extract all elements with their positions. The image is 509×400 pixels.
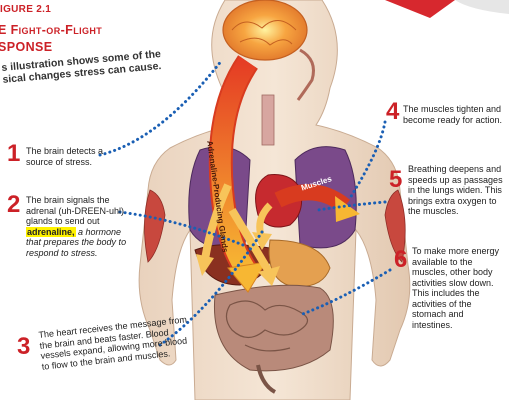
callout-2-text-before: The brain signals the adrenal (uh-DREEN-… (26, 195, 124, 226)
callout-5-text: Breathing deepens and speeds up as passa… (408, 164, 508, 217)
callout-1-number: 1 (7, 142, 20, 166)
callout-5-number: 5 (389, 168, 402, 192)
decor-page-curl (455, 0, 509, 14)
callout-6-text: To make more energy available to the mus… (412, 246, 504, 330)
callout-4-number: 4 (386, 100, 399, 124)
brain (223, 0, 307, 60)
callout-2-number: 2 (7, 193, 20, 217)
callout-2-text: The brain signals the adrenal (uh-DREEN-… (26, 195, 134, 258)
adrenaline-keyword: adrenaline, (26, 227, 76, 237)
callout-1-text: The brain detects a source of stress. (26, 146, 122, 167)
title-line-1: E Fight-or-Flight (0, 22, 102, 39)
trachea (262, 95, 274, 145)
decor-red-arrow (385, 0, 455, 18)
callout-6-number: 6 (394, 248, 407, 272)
figure-label: IGURE 2.1 (0, 4, 51, 15)
figure-title: E Fight-or-Flight SPONSE (0, 22, 102, 56)
callout-4-text: The muscles tighten and become ready for… (403, 104, 503, 125)
callout-3-number: 3 (17, 335, 30, 359)
